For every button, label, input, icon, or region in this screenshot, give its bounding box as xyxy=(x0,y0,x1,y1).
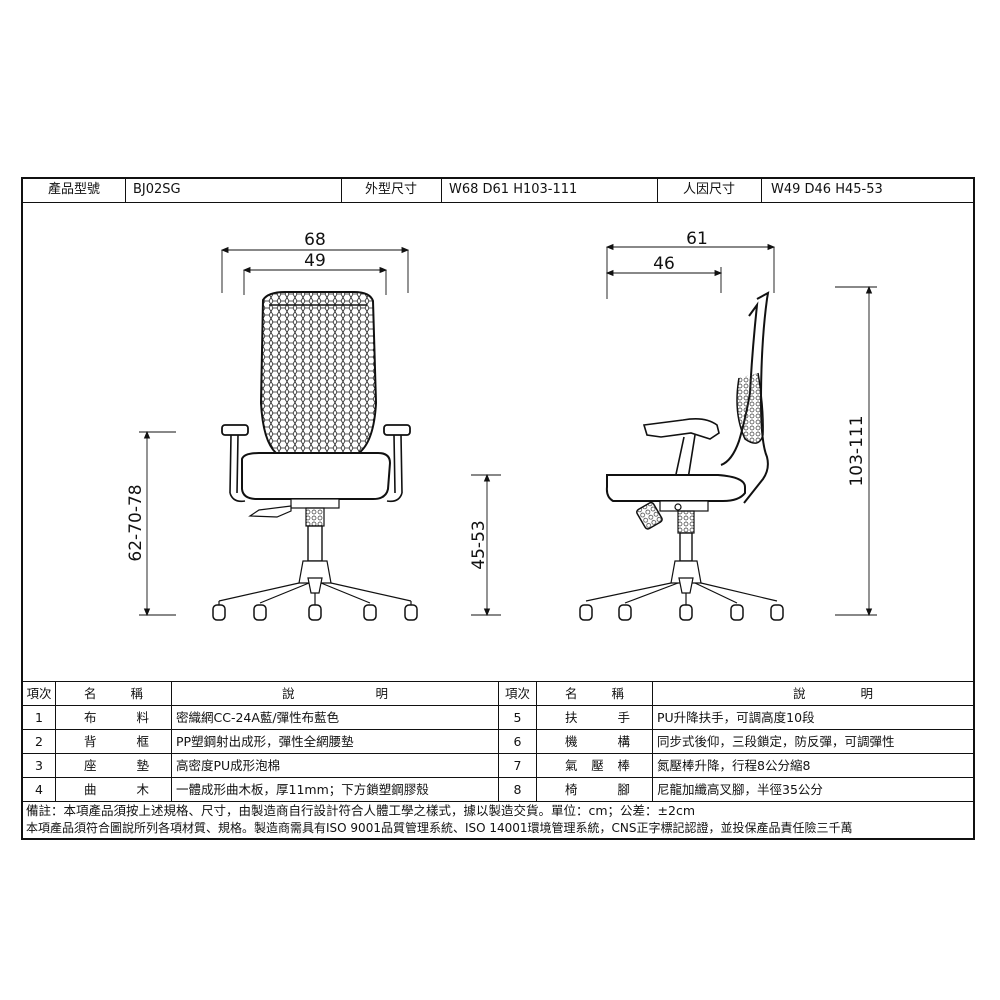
col-desc-right: 說明 xyxy=(793,686,873,701)
spec-sheet: 產品型號 BJ02SG 外型尺寸 W68 D61 H103-111 人因尺寸 W… xyxy=(21,177,975,840)
table-row: 1 布料 密織網CC-24A藍/彈性布藍色 5 扶手 PU升降扶手，可調高度10… xyxy=(23,706,973,730)
row-name: 扶手 xyxy=(565,710,630,725)
table-row: 3 座墊 高密度PU成形泡棉 7 氣壓棒 氮壓棒升降，行程8公分縮8 xyxy=(23,754,973,778)
dim-seat-width: 49 xyxy=(304,251,326,271)
spec-table: 項次 名稱 說明 項次 名稱 說明 1 布料 密織網CC-24A藍/彈性布藍色 … xyxy=(23,681,973,802)
row-no: 8 xyxy=(513,782,522,797)
table-row: 4 曲木 一體成形曲木板，厚11mm；下方鎖塑鋼膠殼 8 椅腳 尼龍加纖高叉腳，… xyxy=(23,778,973,802)
row-desc: 密織網CC-24A藍/彈性布藍色 xyxy=(176,710,340,725)
note-line-2: 本項產品須符合圖說所列各項材質、規格。製造商需具有ISO 9001品質管理系統、… xyxy=(26,821,853,835)
model-label: 產品型號 xyxy=(47,182,100,197)
col-no-right: 項次 xyxy=(504,686,530,701)
side-dimension-lines xyxy=(605,243,877,617)
row-desc: PU升降扶手，可調高度10段 xyxy=(657,710,815,725)
spec-header-row: 產品型號 BJ02SG 外型尺寸 W68 D61 H103-111 人因尺寸 W… xyxy=(23,179,973,203)
row-no: 6 xyxy=(513,734,522,749)
row-no: 2 xyxy=(35,734,43,749)
notes: 備註：本項產品須按上述規格、尺寸，由製造商自行設計符合人體工學之樣式，據以製造交… xyxy=(23,802,973,840)
row-no: 5 xyxy=(513,710,522,725)
row-name: 座墊 xyxy=(84,758,149,773)
dim-overall-depth: 61 xyxy=(686,229,708,249)
dim-overall-height: 103-111 xyxy=(847,415,867,486)
row-desc: 同步式後仰，三段鎖定，防反彈，可調彈性 xyxy=(657,734,895,749)
chair-drawings: 68 49 62-70-78 45-53 61 46 103-111 xyxy=(126,229,877,621)
ergo-size-value: W49 D46 H45-53 xyxy=(771,182,883,197)
dim-overall-width: 68 xyxy=(304,230,326,250)
outer-size-value: W68 D61 H103-111 xyxy=(449,182,578,197)
col-desc-left: 說明 xyxy=(282,686,388,701)
row-name: 曲木 xyxy=(84,782,149,797)
row-desc: 尼龍加纖高叉腳，半徑35公分 xyxy=(657,782,823,797)
row-name: 機構 xyxy=(565,734,630,749)
row-name: 氣壓棒 xyxy=(565,758,630,773)
row-no: 1 xyxy=(35,710,43,725)
row-desc: 高密度PU成形泡棉 xyxy=(176,758,281,773)
model-value: BJ02SG xyxy=(133,182,181,197)
row-name: 布料 xyxy=(84,710,149,725)
front-dimension-lines xyxy=(139,246,501,617)
table-header-row: 項次 名稱 說明 項次 名稱 說明 xyxy=(23,682,973,706)
row-no: 3 xyxy=(35,758,43,773)
ergo-size-label: 人因尺寸 xyxy=(682,182,735,197)
table-row: 2 背框 PP塑鋼射出成形，彈性全網腰墊 6 機構 同步式後仰，三段鎖定，防反彈… xyxy=(23,730,973,754)
dim-seat-depth: 46 xyxy=(653,254,675,274)
dim-arm-height: 62-70-78 xyxy=(126,484,146,561)
row-no: 4 xyxy=(35,782,43,797)
row-desc: 一體成形曲木板，厚11mm；下方鎖塑鋼膠殼 xyxy=(176,782,429,797)
side-view-chair xyxy=(579,291,784,621)
col-name-left: 名稱 xyxy=(84,686,143,701)
row-desc: 氮壓棒升降，行程8公分縮8 xyxy=(657,758,811,773)
row-name: 椅腳 xyxy=(565,782,630,797)
dim-seat-height: 45-53 xyxy=(469,520,489,569)
row-no: 7 xyxy=(513,758,522,773)
col-no-left: 項次 xyxy=(26,686,52,701)
col-name-right: 名稱 xyxy=(565,686,624,701)
front-view-chair xyxy=(212,291,418,621)
row-desc: PP塑鋼射出成形，彈性全網腰墊 xyxy=(176,734,354,749)
technical-drawing: 68 49 62-70-78 45-53 61 46 103-111 xyxy=(23,203,973,681)
note-line-1: 備註：本項產品須按上述規格、尺寸，由製造商自行設計符合人體工學之樣式，據以製造交… xyxy=(26,803,696,818)
outer-size-label: 外型尺寸 xyxy=(364,182,417,197)
row-name: 背框 xyxy=(84,734,149,749)
